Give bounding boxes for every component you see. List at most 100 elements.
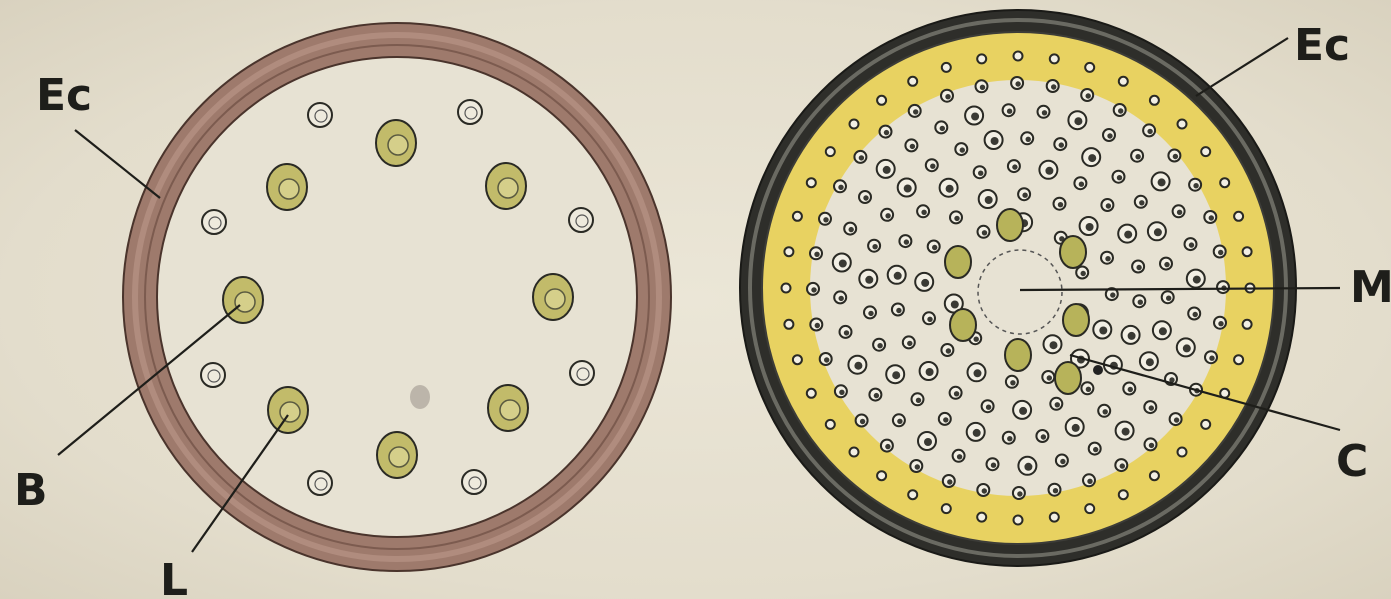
bundle-core — [498, 178, 518, 198]
right-canal-core — [1086, 93, 1091, 98]
right-canal-core — [986, 405, 991, 410]
right-canal-core — [1193, 183, 1198, 188]
right-canal-core — [872, 244, 877, 249]
right-canal-core — [1051, 84, 1056, 89]
right-bundle — [1055, 362, 1081, 394]
right-canal-core — [892, 371, 900, 379]
right-canal-core — [974, 337, 979, 342]
right-canal-core — [894, 272, 902, 280]
right-canal-core — [1053, 488, 1058, 493]
right-canal-core — [1019, 407, 1027, 415]
right-canal-core — [1218, 250, 1223, 255]
right-canal-core — [946, 348, 951, 353]
right-canal-core — [978, 171, 983, 176]
right-canal-core — [943, 417, 948, 422]
right-canal-core — [1015, 81, 1020, 86]
right-canal — [1085, 504, 1094, 513]
right-canal-core — [1010, 380, 1015, 385]
small-canal — [458, 100, 482, 124]
bundle-core — [388, 135, 408, 155]
right-canal-core — [885, 444, 890, 449]
right-canal-core — [838, 185, 843, 190]
bundle-core — [500, 400, 520, 420]
right-canal-core — [1209, 215, 1214, 220]
leader-left-ec — [75, 130, 160, 198]
right-canal — [877, 471, 886, 480]
right-bundle — [950, 309, 976, 341]
right-canal-core — [1086, 387, 1091, 392]
right-canal — [1220, 178, 1229, 187]
right-canal — [1243, 247, 1252, 256]
right-canal-core — [1110, 292, 1115, 297]
right-canal-core — [1128, 332, 1136, 340]
right-canal-core — [1086, 223, 1094, 231]
right-canal-core — [849, 227, 854, 232]
right-canal-core — [921, 279, 929, 287]
small-canal — [569, 208, 593, 232]
small-canal — [201, 363, 225, 387]
right-canal-core — [854, 362, 862, 370]
right-canal-core — [1026, 137, 1031, 142]
right-canal — [1150, 96, 1159, 105]
right-canal — [784, 320, 793, 329]
right-canal — [826, 147, 835, 156]
right-bundle — [1063, 304, 1089, 336]
right-canal-core — [839, 390, 844, 395]
right-canal-core — [883, 166, 891, 174]
left-center-spot — [410, 385, 430, 409]
right-canal — [793, 212, 802, 221]
right-canal-core — [921, 210, 926, 215]
right-canal-core — [904, 185, 912, 193]
right-canal-core — [991, 137, 999, 145]
right-canal-core — [1107, 133, 1112, 138]
small-canal — [308, 471, 332, 495]
label-left-ec: Ec — [36, 70, 92, 121]
right-bundle — [1060, 236, 1086, 268]
right-canal-core — [954, 391, 959, 396]
right-canal-core — [927, 317, 932, 322]
right-canal — [908, 490, 917, 499]
right-canal-core — [1103, 409, 1108, 414]
right-canal-core — [1136, 265, 1141, 270]
right-canal-core — [926, 368, 934, 376]
right-canal — [826, 420, 835, 429]
right-canal-core — [1060, 459, 1065, 464]
right-canal-core — [924, 438, 932, 446]
label-left-b: B — [14, 465, 48, 516]
right-canal-core — [839, 260, 847, 268]
right-canal-core — [1058, 202, 1063, 207]
leader-right-ec — [1196, 38, 1288, 96]
right-canal — [1014, 52, 1023, 61]
right-canal-core — [1099, 327, 1107, 335]
right-canal-core — [916, 398, 921, 403]
right-canal — [1201, 420, 1210, 429]
right-canal — [1119, 77, 1128, 86]
right-canal — [977, 54, 986, 63]
right-canal — [1201, 147, 1210, 156]
right-dark-dot — [1093, 365, 1103, 375]
right-canal — [1085, 63, 1094, 72]
right-canal-core — [1135, 154, 1140, 159]
right-canal — [1119, 490, 1128, 499]
right-canal-core — [945, 94, 950, 99]
right-canal-core — [1164, 262, 1169, 267]
right-canal-core — [814, 252, 819, 257]
right-canal-core — [1218, 321, 1223, 326]
right-canal-core — [839, 296, 844, 301]
right-canal-core — [973, 429, 981, 437]
right-canal-core — [982, 488, 987, 493]
right-canal-core — [910, 144, 915, 149]
right-canal-core — [974, 369, 982, 377]
bundle-core — [545, 289, 565, 309]
right-canal-core — [1193, 312, 1198, 317]
right-canal-core — [1174, 417, 1179, 422]
right-canal-core — [985, 196, 993, 204]
right-canal-core — [1072, 424, 1080, 432]
right-canal-core — [982, 230, 987, 235]
right-canal-core — [877, 343, 882, 348]
right-canal-core — [1177, 210, 1182, 215]
right-bundle — [945, 246, 971, 278]
label-right-c: C — [1336, 436, 1368, 487]
right-canal-core — [913, 109, 918, 114]
